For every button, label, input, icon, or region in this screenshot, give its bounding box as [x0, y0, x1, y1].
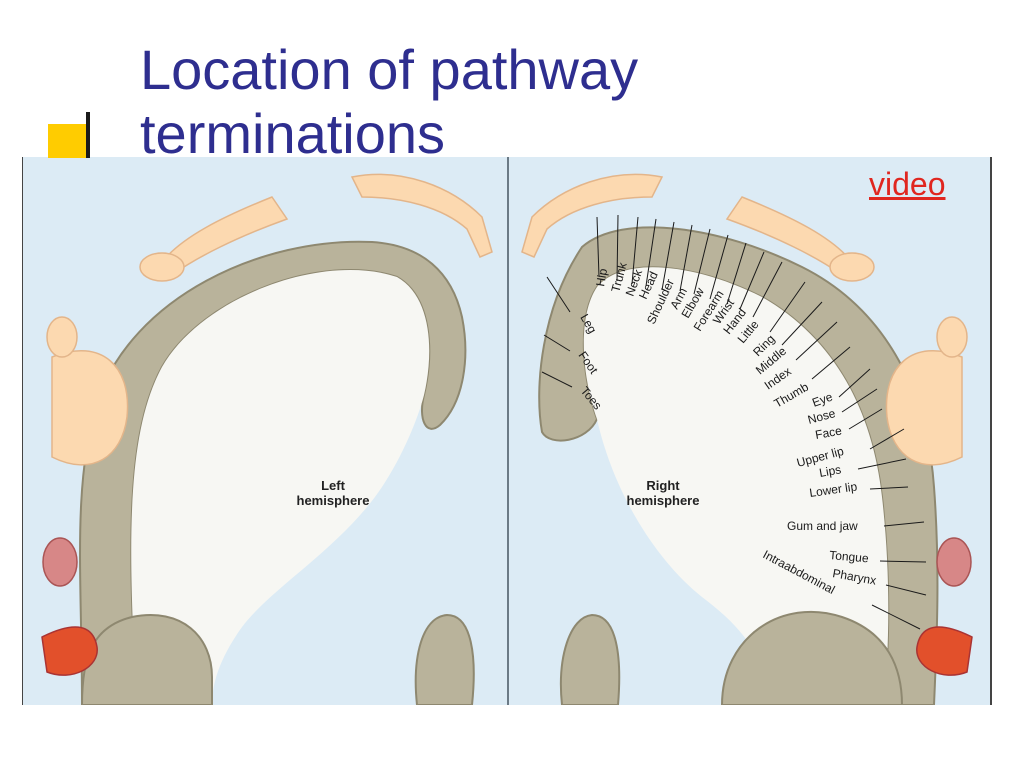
body-part-tick — [693, 228, 711, 295]
right-homunculus-face — [885, 350, 963, 466]
body-part-tick — [616, 214, 619, 282]
right-homunculus — [521, 173, 973, 676]
body-part-tick — [631, 216, 639, 285]
bullet-square — [48, 124, 90, 158]
left-homunculus-face — [51, 350, 129, 466]
body-part-tick — [857, 458, 907, 470]
right-lower-gyrus — [720, 610, 904, 705]
left-homunculus — [41, 173, 493, 676]
body-part-tick — [869, 428, 905, 450]
body-part-tick — [885, 584, 927, 596]
body-part-label: Hip — [593, 267, 610, 287]
right-hemisphere-label: Right hemisphere — [626, 478, 700, 508]
body-part-tick — [883, 521, 925, 527]
body-part-label: Lips — [818, 462, 842, 480]
left-hemisphere-label: Left hemisphere — [296, 478, 370, 508]
bullet-bar — [86, 112, 90, 158]
left-homunculus-ear — [46, 316, 78, 358]
body-part-tick — [838, 368, 871, 398]
body-part-tick — [709, 234, 729, 300]
left-homunculus-limb — [350, 173, 493, 258]
body-part-tick — [879, 560, 927, 563]
left-hemisphere-white-matter — [131, 270, 430, 705]
body-part-tick — [752, 261, 783, 318]
body-part-tick — [543, 334, 571, 352]
body-part-tick — [726, 242, 747, 305]
left-homunculus-tongue — [42, 537, 78, 587]
left-temporal-gyrus — [414, 613, 475, 705]
body-part-tick — [848, 408, 883, 430]
body-part-tick — [739, 251, 765, 310]
body-part-tick — [869, 486, 909, 490]
body-part-tick — [871, 604, 921, 630]
right-temporal-gyrus — [560, 613, 621, 705]
body-part-tick — [811, 346, 851, 380]
left-homunculus-stomach — [41, 626, 98, 676]
right-homunculus-tongue — [936, 537, 972, 587]
body-part-tick — [596, 216, 600, 278]
right-homunculus-stomach — [916, 626, 973, 676]
body-part-label: Eye — [810, 389, 835, 409]
body-part-tick — [795, 321, 838, 361]
right-homunculus-ear — [936, 316, 968, 358]
body-part-label: Face — [814, 423, 843, 441]
body-part-label: Lower lip — [808, 479, 858, 500]
right-hemisphere-white-matter — [583, 267, 889, 705]
body-part-tick — [679, 224, 693, 292]
body-part-tick — [841, 388, 878, 413]
slide-title: Location of pathway terminations — [140, 38, 639, 165]
body-part-tick — [541, 371, 573, 388]
right-homunculus-limb — [521, 173, 664, 258]
homunculus-illustration: HipTrunkNeckHeadShoulderArmElbowForearmW… — [22, 157, 992, 705]
body-part-label: Tongue — [829, 548, 870, 565]
body-part-tick — [769, 281, 806, 333]
left-homunculus-hand — [139, 252, 185, 282]
body-part-tick — [645, 218, 657, 287]
video-link[interactable]: video — [869, 166, 946, 202]
body-part-tick — [661, 221, 675, 291]
body-part-tick — [781, 301, 823, 346]
body-part-label: Gum and jaw — [787, 519, 858, 533]
body-part-tick — [546, 276, 571, 313]
right-homunculus-hand — [829, 252, 875, 282]
